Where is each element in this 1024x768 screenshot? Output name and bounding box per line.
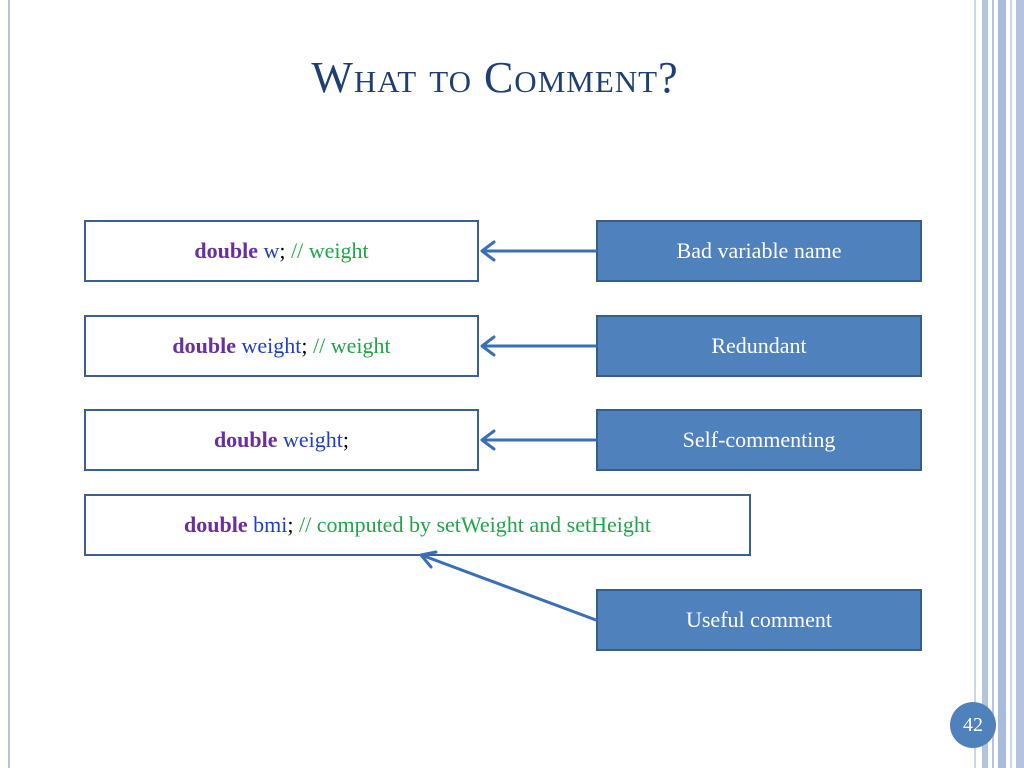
code-keyword: double — [213, 427, 278, 452]
code-box-1: double w; // weight — [84, 220, 479, 282]
right-decor-stripe — [1010, 0, 1012, 768]
code-comment: // weight — [291, 238, 369, 263]
code-box-4: double bmi; // computed by setWeight and… — [84, 494, 751, 556]
right-decor-stripe — [998, 0, 1006, 768]
code-semicolon: ; — [342, 427, 350, 452]
code-variable: bmi — [253, 512, 288, 537]
label-box-redundant: Redundant — [596, 315, 922, 377]
code-box-2: double weight; // weight — [84, 315, 479, 377]
arrow-head-2 — [480, 335, 496, 357]
code-box-3: double weight; — [84, 409, 479, 471]
label-box-bad-variable-name: Bad variable name — [596, 220, 922, 282]
label-box-useful-comment: Useful comment — [596, 589, 922, 651]
code-variable: w — [263, 238, 280, 263]
right-decor-stripe — [1016, 0, 1024, 768]
code-semicolon: ; — [301, 333, 308, 358]
code-semicolon: ; — [279, 238, 286, 263]
left-border-line — [8, 0, 10, 768]
code-comment: // computed by setWeight and setHeight — [298, 512, 651, 537]
label-box-self-commenting: Self-commenting — [596, 409, 922, 471]
right-decor-stripe — [992, 0, 994, 768]
arrow-line-4 — [422, 554, 598, 622]
right-decor-stripe — [982, 0, 988, 768]
arrow-head-3 — [480, 429, 496, 451]
right-decor-stripe — [974, 0, 976, 768]
code-keyword: double — [184, 512, 248, 537]
page-number-badge: 42 — [950, 702, 996, 748]
code-semicolon: ; — [287, 512, 294, 537]
code-variable: weight — [283, 427, 343, 452]
code-variable: weight — [241, 333, 302, 358]
slide-title: What to Comment? — [311, 53, 679, 102]
code-keyword: double — [194, 238, 258, 263]
code-keyword: double — [172, 333, 236, 358]
code-comment: // weight — [313, 333, 391, 358]
arrow-head-1 — [480, 240, 496, 262]
arrow-head-4 — [419, 550, 438, 569]
